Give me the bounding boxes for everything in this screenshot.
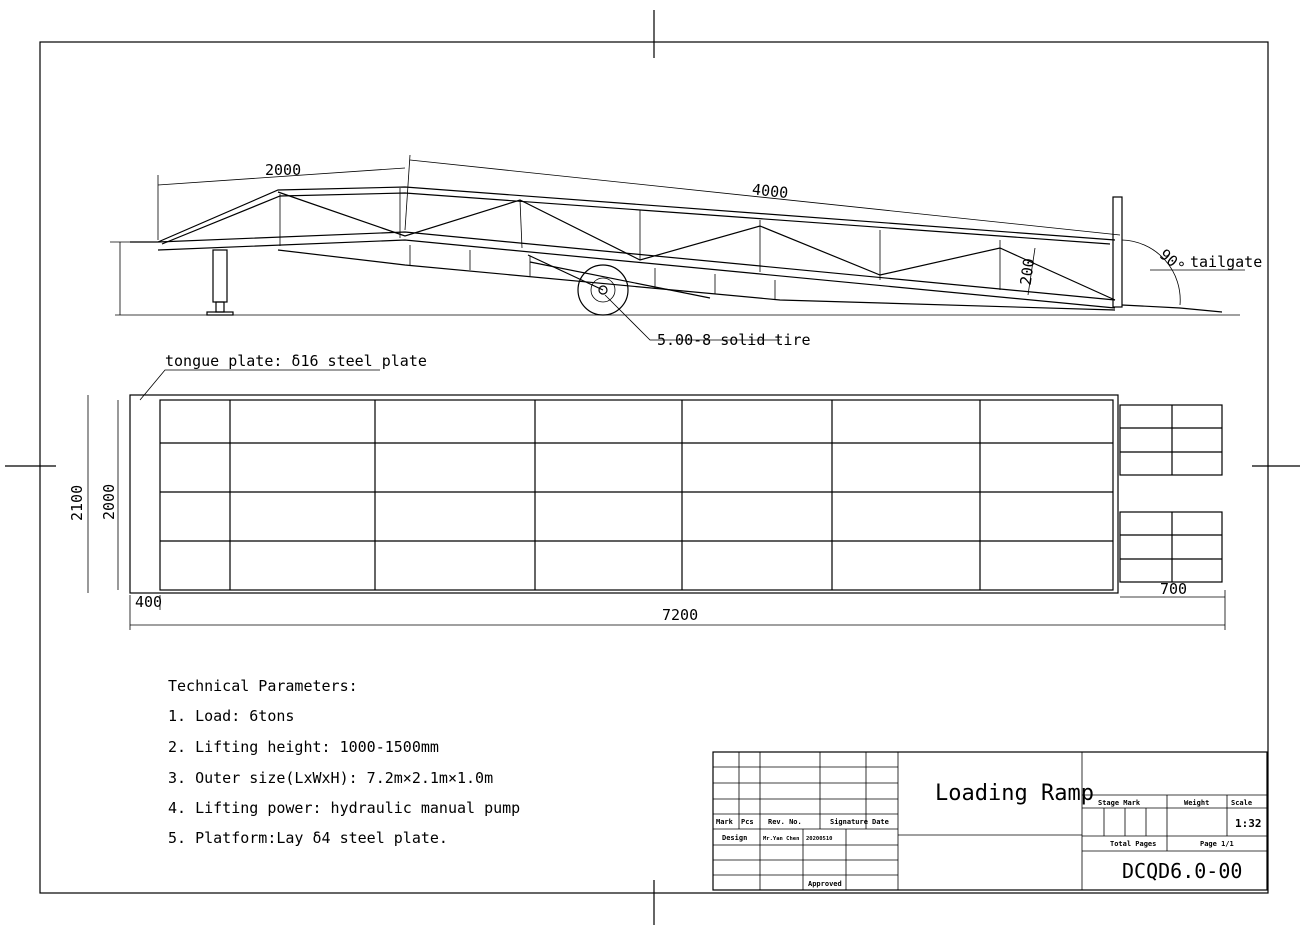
tech-item: 1. Load: 6tons	[168, 707, 294, 725]
tongue-plate-label: tongue plate: δ16 steel plate	[165, 352, 427, 370]
tailgate-plates	[1119, 404, 1223, 583]
tailgate-label: tailgate	[1190, 253, 1262, 271]
tb-date: Date	[872, 818, 889, 826]
tb-rev-no: Rev. No.	[768, 818, 802, 826]
tech-item: 4. Lifting power: hydraulic manual pump	[168, 799, 520, 817]
tech-item: 5. Platform:Lay δ4 steel plate.	[168, 829, 448, 847]
dim-4000: 4000	[751, 180, 789, 202]
tb-pcs: Pcs	[741, 818, 754, 826]
tb-signature: Signature	[830, 818, 868, 826]
technical-parameters: Technical Parameters: 1. Load: 6tons 2. …	[168, 677, 520, 847]
tb-weight: Weight	[1184, 799, 1209, 807]
tb-page: Page 1/1	[1200, 840, 1234, 848]
tb-design: Design	[722, 834, 747, 842]
tb-scale-label: Scale	[1231, 799, 1252, 807]
dim-700: 700	[1160, 580, 1187, 598]
tech-item: 2. Lifting height: 1000-1500mm	[168, 738, 439, 756]
tb-scale: 1:32	[1235, 817, 1262, 830]
dim-2100: 2100	[68, 485, 86, 521]
angle-90: 90°	[1156, 245, 1188, 276]
dim-200: 200	[1017, 257, 1039, 286]
plan-view: tongue plate: δ16 steel plate 2100 2000 …	[68, 352, 1226, 630]
tb-mark: Mark	[716, 818, 734, 826]
tire-label: 5.00-8 solid tire	[657, 331, 811, 349]
tb-stage-mark: Stage Mark	[1098, 799, 1141, 807]
tb-design-date: 20200510	[806, 836, 833, 842]
dim-2000: 2000	[265, 161, 301, 179]
drawing-title: Loading Ramp	[935, 781, 1094, 806]
title-block: Mark Pcs Rev. No. Signature Date Design …	[712, 751, 1268, 891]
tb-designer: Mr.Yan Chen	[763, 836, 799, 842]
dim-7200: 7200	[662, 606, 698, 624]
dim-2000-width: 2000	[100, 484, 118, 520]
tech-item: 3. Outer size(LxWxH): 7.2m×2.1m×1.0m	[168, 769, 493, 787]
drawing-number: DCQD6.0-00	[1122, 859, 1242, 883]
side-view: 2000 4000 200 1000-1500 90° tailgate 5.0…	[110, 154, 1262, 349]
sheet-frame	[5, 10, 1300, 925]
dim-400: 400	[135, 593, 162, 611]
tb-total-pages: Total Pages	[1110, 840, 1156, 848]
tech-heading: Technical Parameters:	[168, 677, 358, 695]
tb-approved: Approved	[808, 880, 842, 888]
